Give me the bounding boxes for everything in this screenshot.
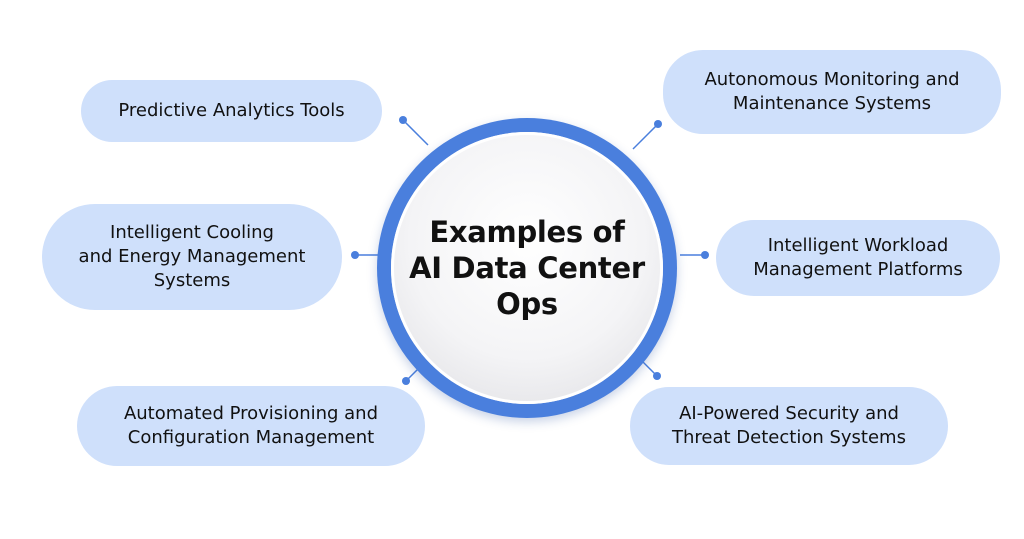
connector-dot-intelligent-workload [701, 251, 709, 259]
item-label: Intelligent Cooling and Energy Managemen… [78, 222, 306, 291]
item-label: AI-Powered Security and Threat Detection… [672, 403, 906, 448]
item-label: Intelligent Workload Management Platform… [753, 235, 963, 280]
connector-dot-ai-security [653, 372, 661, 380]
connector-dot-automated-provisioning [402, 377, 410, 385]
connector-predictive-analytics [402, 119, 429, 146]
connector-dot-autonomous-monitoring [654, 120, 662, 128]
item-intelligent-cooling: Intelligent Cooling and Energy Managemen… [42, 204, 342, 310]
center-ring: Examples of AI Data Center Ops [377, 118, 677, 418]
center-title: Examples of AI Data Center Ops [409, 215, 645, 321]
item-label: Predictive Analytics Tools [118, 100, 345, 121]
item-autonomous-monitoring: Autonomous Monitoring and Maintenance Sy… [663, 50, 1001, 134]
item-ai-security: AI-Powered Security and Threat Detection… [630, 387, 948, 465]
item-label: Autonomous Monitoring and Maintenance Sy… [704, 69, 960, 114]
connector-dot-intelligent-cooling [351, 251, 359, 259]
item-automated-provisioning: Automated Provisioning and Configuration… [77, 386, 425, 466]
item-predictive-analytics: Predictive Analytics Tools [81, 80, 382, 142]
connector-dot-predictive-analytics [399, 116, 407, 124]
connector-autonomous-monitoring [632, 123, 659, 150]
item-intelligent-workload: Intelligent Workload Management Platform… [716, 220, 1000, 296]
item-label: Automated Provisioning and Configuration… [123, 403, 379, 448]
center-circle: Examples of AI Data Center Ops [391, 132, 663, 404]
